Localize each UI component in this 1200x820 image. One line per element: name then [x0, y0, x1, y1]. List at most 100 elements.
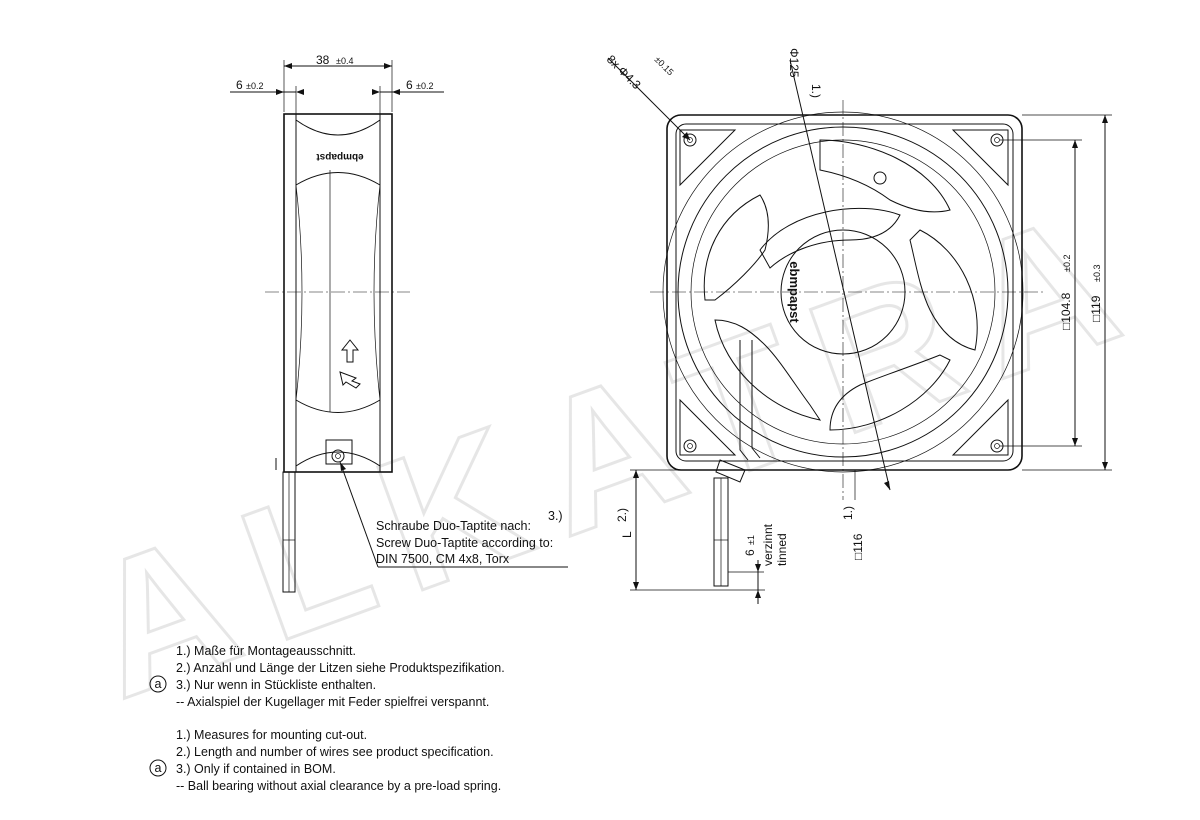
- venturi-outer-circle: [662, 111, 1024, 473]
- note-de-2: 2.) Anzahl und Länge der Litzen siehe Pr…: [176, 661, 505, 675]
- note-en-1: 1.) Measures for mounting cut-out.: [176, 728, 367, 742]
- note-marker-circle: [149, 759, 167, 777]
- front-frame: [666, 114, 1023, 471]
- dim-flange-right-tol: ±0.2: [416, 81, 433, 91]
- screw-leader-line: [339, 461, 379, 568]
- dim-diameter-value: Φ125: [787, 48, 801, 78]
- arrow-head: [633, 582, 639, 590]
- note-de-3: 3.) Nur wenn in Stückliste enthalten.: [176, 678, 376, 692]
- mount-hole-icon: [683, 133, 697, 147]
- arrow-head: [392, 89, 400, 95]
- corner-pocket-br: [951, 398, 1009, 456]
- dim-flange-right-value: 6: [406, 78, 413, 92]
- fan-blade: [703, 194, 769, 301]
- mount-hole-inner: [687, 443, 693, 449]
- dim-strip-tol: ±1: [746, 535, 756, 545]
- arrow-head: [633, 470, 639, 478]
- side-view: ebmpapst 38 ±0.4 6 ±0.2 6 ±0.2: [230, 53, 568, 593]
- screw-boss: [325, 439, 353, 465]
- dim-frame-tol: ±0.3: [1092, 265, 1102, 282]
- venturi-bottom-curve: [295, 451, 381, 467]
- arrow-head: [682, 132, 690, 140]
- side-frame: [283, 113, 393, 473]
- strip-label-en: tinned: [775, 533, 789, 566]
- dim-strip-value: 6: [743, 549, 757, 556]
- arrow-head: [384, 63, 392, 69]
- screw-head-icon: [331, 449, 345, 463]
- dim-cutout-note: 1.): [841, 506, 855, 520]
- note-de-4: -- Axialspiel der Kugellager mit Feder s…: [176, 695, 489, 709]
- screw-callout-ref: 3.): [548, 509, 563, 523]
- fan-blade: [909, 229, 978, 351]
- dim-width-tol: ±0.4: [336, 56, 353, 66]
- dim-hole-pitch-tol: ±0.2: [1062, 255, 1072, 272]
- corner-pocket-bl: [679, 398, 737, 456]
- arrow-head: [1072, 140, 1078, 148]
- dim-holes-value: 8x Φ4.3: [604, 52, 644, 92]
- venturi-top-inner: [295, 172, 381, 186]
- note-marker-de: a: [155, 677, 162, 691]
- corner-pocket-tl: [679, 129, 737, 187]
- venturi-top-curve: [295, 119, 381, 136]
- arrow-head: [372, 89, 380, 95]
- venturi-right-wall: [373, 184, 381, 401]
- mount-hole-inner: [994, 443, 1000, 449]
- note-marker-circle: [149, 675, 167, 693]
- dim-width-value: 38: [316, 53, 330, 67]
- holes-leader-line: [607, 57, 691, 141]
- mount-hole-inner: [994, 137, 1000, 143]
- front-brand-label: ebmpapst: [787, 261, 802, 323]
- note-en-2: 2.) Length and number of wires see produ…: [176, 745, 494, 759]
- dim-cutout-value: □116: [851, 533, 865, 560]
- arrow-head: [1072, 438, 1078, 446]
- note-en-3: 3.) Only if contained in BOM.: [176, 762, 336, 776]
- arrow-head: [284, 63, 292, 69]
- diameter-dim-line: [789, 59, 891, 491]
- airflow-arrow-icon: [340, 339, 360, 363]
- fan-blade: [714, 319, 822, 421]
- screw-callout-line2: Screw Duo-Taptite according to:: [376, 536, 553, 550]
- mount-hole-inner: [687, 137, 693, 143]
- dim-diameter-note: 1.): [809, 84, 823, 98]
- arrow-head: [755, 590, 761, 598]
- dim-flange-left-tol: ±0.2: [246, 81, 263, 91]
- arrow-head: [1102, 115, 1108, 123]
- arrow-head: [884, 481, 890, 490]
- arrow-head: [276, 89, 284, 95]
- arrow-head: [296, 89, 304, 95]
- screw-callout-line1: Schraube Duo-Taptite nach:: [376, 519, 531, 533]
- screw-torx-icon: [335, 453, 341, 459]
- dim-lead-note: 2.): [615, 508, 629, 522]
- arrow-head: [340, 462, 346, 471]
- venturi-left-wall: [295, 184, 303, 401]
- dim-hole-pitch-value: □104.8: [1059, 292, 1073, 330]
- venturi-circle: [677, 126, 1009, 458]
- note-en-4: -- Ball bearing without axial clearance …: [176, 779, 501, 793]
- fan-blade: [819, 139, 951, 213]
- fan-blade: [759, 207, 901, 269]
- blade-tip-circle: [690, 139, 996, 445]
- side-brand-label: ebmpapst: [316, 151, 364, 162]
- arrow-head: [1102, 462, 1108, 470]
- balance-hole-icon: [873, 171, 887, 185]
- dim-flange-left-value: 6: [236, 78, 243, 92]
- strip-label-de: verzinnt: [761, 523, 775, 566]
- venturi-bottom-inner: [295, 399, 381, 413]
- arrow-head: [755, 564, 761, 572]
- dim-lead-value: L: [620, 531, 634, 538]
- corner-pocket-tr: [951, 129, 1009, 187]
- notes-german: 1.) Maße für Montageausschnitt. 2.) Anza…: [149, 644, 505, 709]
- cable-channel: [739, 340, 761, 461]
- front-frame-inner: [675, 123, 1014, 462]
- mount-hole-icon: [683, 439, 697, 453]
- dim-holes-tol: ±0.15: [653, 54, 676, 77]
- front-view: ebmpapst 8x Φ4.3 ±0.15 Φ125 1.) □104.8 ±…: [604, 48, 1112, 604]
- note-de-1: 1.) Maße für Montageausschnitt.: [176, 644, 356, 658]
- note-marker-en: a: [155, 761, 162, 775]
- notes-english: 1.) Measures for mounting cut-out. 2.) L…: [149, 728, 501, 793]
- hub-circle: [780, 229, 906, 355]
- screw-callout-line3: DIN 7500, CM 4x8, Torx: [376, 552, 510, 566]
- fan-blade: [829, 354, 951, 431]
- dim-frame-value: □119: [1089, 295, 1103, 322]
